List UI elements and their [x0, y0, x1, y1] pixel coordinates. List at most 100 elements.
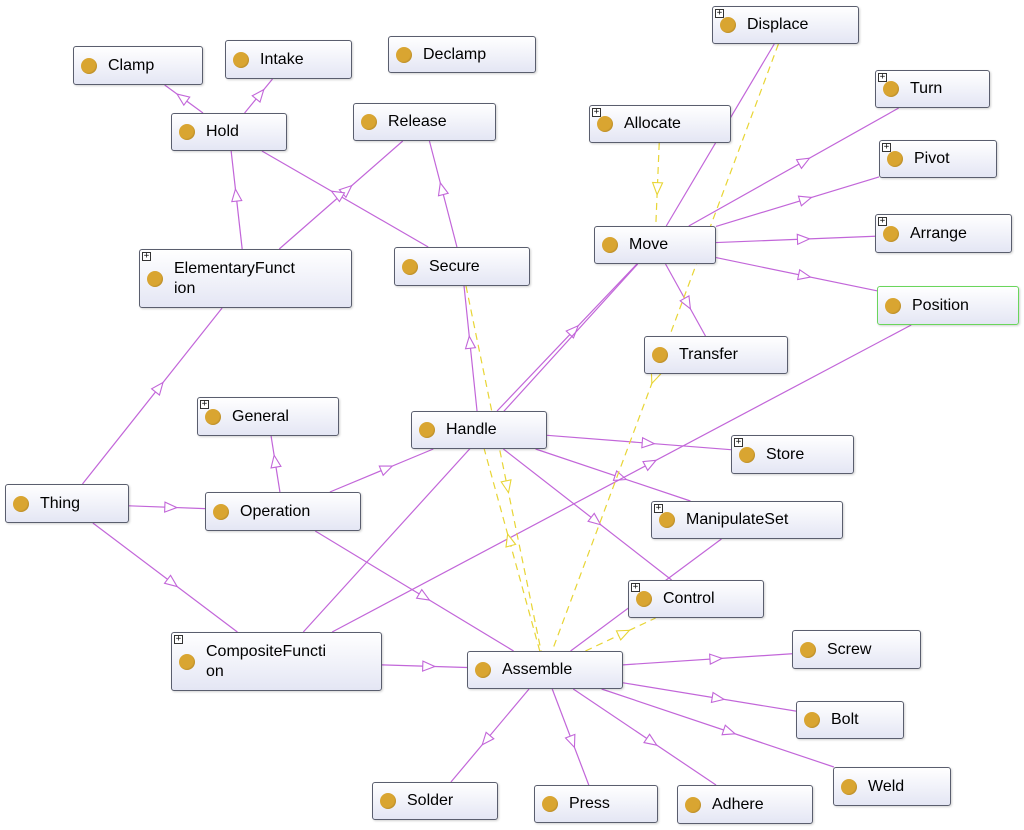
node-label: Clamp: [108, 56, 155, 74]
edge-arrow-icon: [587, 512, 602, 526]
node-label: Turn: [910, 80, 943, 97]
edge-thing-composite: [92, 522, 238, 633]
node-label: Bolt: [831, 711, 859, 728]
class-dot-icon: [380, 793, 396, 809]
edge-arrow-icon: [505, 532, 517, 548]
node-label: Arrange: [910, 224, 967, 242]
node-label: Release: [388, 113, 447, 130]
edge-arrow-icon: [415, 588, 431, 601]
edge-arrow-icon: [378, 465, 394, 477]
expand-plus-icon[interactable]: +: [878, 216, 887, 226]
class-node-arrange[interactable]: + Arrange: [875, 214, 1012, 253]
class-dot-icon: [475, 662, 491, 678]
expand-plus-icon[interactable]: +: [200, 399, 209, 409]
class-node-intake[interactable]: Intake: [225, 40, 352, 79]
expand-plus-icon[interactable]: +: [882, 142, 891, 152]
class-node-control[interactable]: + Control: [628, 580, 764, 618]
class-node-secure[interactable]: Secure: [394, 247, 530, 286]
expand-plus-icon[interactable]: +: [592, 107, 601, 117]
class-node-adhere[interactable]: Adhere: [677, 785, 813, 824]
class-dot-icon: [652, 347, 668, 363]
class-node-turn[interactable]: + Turn: [875, 70, 990, 108]
node-label: Press: [569, 795, 610, 812]
edge-secure-hold: [261, 150, 429, 248]
edge-arrow-icon: [651, 181, 664, 197]
node-label: Declamp: [423, 45, 487, 63]
node-label: Intake: [260, 50, 304, 68]
node-label: Operation: [240, 502, 311, 520]
edge-arrow-icon: [500, 479, 512, 495]
node-label: Weld: [868, 777, 905, 795]
class-node-release[interactable]: Release: [353, 103, 496, 141]
edge-secure-assemble: [465, 285, 542, 652]
edge-handle-store: [546, 434, 732, 451]
class-node-transfer[interactable]: Transfer: [644, 336, 788, 374]
class-dot-icon: [597, 116, 613, 132]
edge-move-pivot: [715, 176, 880, 228]
edge-assemble-bolt: [622, 682, 797, 712]
class-dot-icon: [402, 258, 418, 275]
class-dot-icon: [800, 641, 816, 658]
class-dot-icon: [804, 712, 820, 728]
class-dot-icon: [739, 446, 755, 463]
class-dot-icon: [179, 124, 195, 140]
class-node-hold[interactable]: Hold: [171, 113, 287, 151]
class-node-weld[interactable]: Weld: [833, 767, 951, 806]
expand-plus-icon[interactable]: +: [734, 437, 743, 447]
edge-arrow-icon: [330, 190, 346, 203]
edge-thing-elementary: [81, 307, 223, 485]
edge-assemble-handle: [483, 448, 541, 652]
expand-plus-icon[interactable]: +: [631, 582, 640, 592]
class-dot-icon: [419, 422, 435, 438]
edge-arrow-icon: [615, 629, 631, 641]
class-node-allocate[interactable]: +Allocate: [589, 105, 731, 143]
class-node-thing[interactable]: Thing: [5, 484, 129, 523]
node-label: Assemble: [502, 661, 573, 678]
edge-arrow-icon: [642, 459, 658, 472]
edge-handle-control: [503, 448, 672, 581]
class-node-clamp[interactable]: Clamp: [73, 46, 203, 85]
node-label: Screw: [827, 640, 872, 658]
edge-arrow-icon: [270, 453, 282, 469]
edge-move-position: [715, 257, 878, 292]
node-label: Move: [629, 236, 669, 253]
class-node-declamp[interactable]: Declamp: [388, 36, 536, 73]
class-node-operation[interactable]: Operation: [205, 492, 361, 531]
class-dot-icon: [841, 778, 857, 795]
edge-arrow-icon: [437, 181, 450, 197]
class-node-displace[interactable]: +Displace: [712, 6, 859, 44]
edge-operation-assemble: [314, 530, 514, 652]
class-node-manipulateset[interactable]: +ManipulateSet: [651, 501, 843, 539]
class-node-handle[interactable]: Handle: [411, 411, 547, 449]
class-node-assemble[interactable]: Assemble: [467, 651, 623, 689]
expand-plus-icon[interactable]: +: [142, 251, 151, 261]
class-node-move[interactable]: Move: [594, 226, 716, 264]
class-node-pivot[interactable]: +Pivot: [879, 140, 997, 178]
node-label: Adhere: [712, 795, 764, 813]
class-node-store[interactable]: +Store: [731, 435, 854, 474]
edge-arrow-icon: [795, 157, 811, 170]
edge-arrow-icon: [150, 381, 164, 396]
class-node-press[interactable]: Press: [534, 785, 658, 823]
expand-plus-icon[interactable]: +: [715, 8, 724, 18]
edge-arrow-icon: [464, 334, 477, 350]
class-node-solder[interactable]: Solder: [372, 782, 498, 820]
expand-plus-icon[interactable]: +: [174, 634, 183, 644]
class-dot-icon: [13, 495, 29, 512]
class-node-bolt[interactable]: Bolt: [796, 701, 904, 739]
expand-plus-icon[interactable]: +: [878, 72, 887, 82]
edge-arrow-icon: [796, 233, 811, 246]
expand-plus-icon[interactable]: +: [654, 503, 663, 513]
class-node-general[interactable]: +General: [197, 397, 339, 436]
class-node-position[interactable]: Position: [877, 286, 1019, 325]
node-label: Thing: [40, 494, 81, 512]
class-dot-icon: [720, 17, 736, 33]
edge-move-turn: [688, 107, 899, 227]
node-label: Control: [663, 590, 715, 607]
edge-arrow-icon: [251, 88, 265, 104]
edge-arrow-icon: [797, 195, 813, 207]
class-node-screw[interactable]: Screw: [792, 630, 921, 669]
